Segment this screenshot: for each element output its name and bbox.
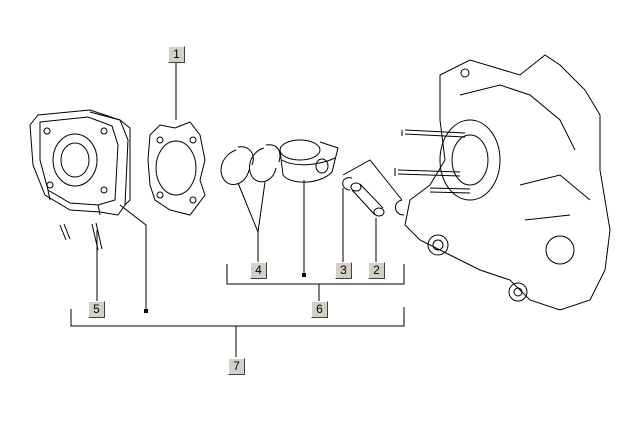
crankcase-studs-part	[394, 129, 471, 194]
callout-7-button[interactable]: 7	[228, 358, 245, 375]
callout-4-button[interactable]: 4	[250, 262, 267, 279]
cylinder-part	[29, 109, 131, 216]
piston-marker	[302, 273, 306, 277]
callout-3-button[interactable]: 3	[335, 262, 352, 279]
leader-lines	[96, 63, 403, 311]
callout-2-button[interactable]: 2	[368, 262, 385, 279]
stud-bolts-part	[59, 222, 103, 251]
circlip-part	[342, 177, 405, 216]
group-brackets	[70, 264, 405, 357]
callout-1-button[interactable]: 1	[168, 46, 185, 63]
callout-6-button[interactable]: 6	[311, 301, 328, 318]
callout-5-button[interactable]: 5	[88, 301, 105, 318]
crankcase-part	[404, 54, 611, 311]
piston-pin-part	[350, 182, 385, 217]
cylinder-marker	[144, 309, 148, 313]
piston-part	[279, 139, 339, 183]
gasket-part	[147, 121, 206, 216]
piston-rings-part	[220, 144, 281, 185]
